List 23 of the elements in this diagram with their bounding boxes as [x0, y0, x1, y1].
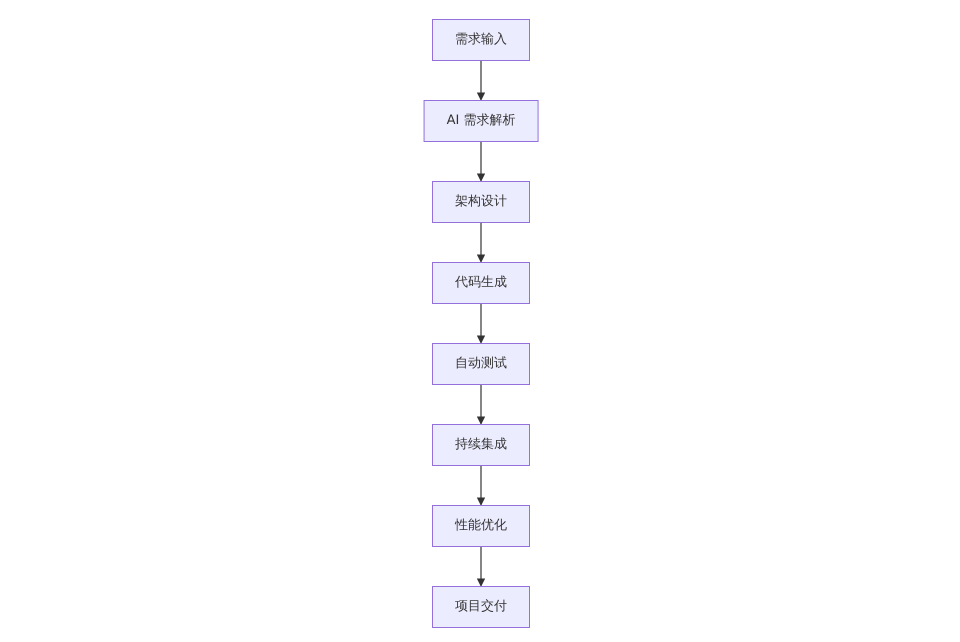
arrow — [476, 223, 486, 263]
arrow — [476, 466, 486, 506]
process-box — [424, 100, 538, 142]
arrow — [476, 385, 486, 425]
process-box — [432, 343, 530, 385]
box-label: 需求输入 — [455, 31, 507, 50]
process-box — [432, 586, 530, 628]
box-label: 自动测试 — [455, 355, 507, 374]
process-box — [432, 424, 530, 466]
process-box — [432, 262, 530, 304]
arrow — [476, 304, 486, 344]
box-label: 持续集成 — [455, 436, 507, 454]
box-label: 代码生成 — [455, 274, 507, 292]
box-label: AI 需求解析 — [446, 112, 516, 130]
box-label: 项目交付 — [455, 598, 507, 616]
box-label: 架构设计 — [455, 193, 507, 212]
box-label: 性能优化 — [455, 517, 507, 536]
process-box — [432, 19, 530, 61]
arrow — [476, 142, 486, 182]
process-box — [432, 181, 530, 223]
arrow — [476, 61, 486, 101]
arrow — [476, 547, 486, 587]
process-box — [432, 505, 530, 547]
